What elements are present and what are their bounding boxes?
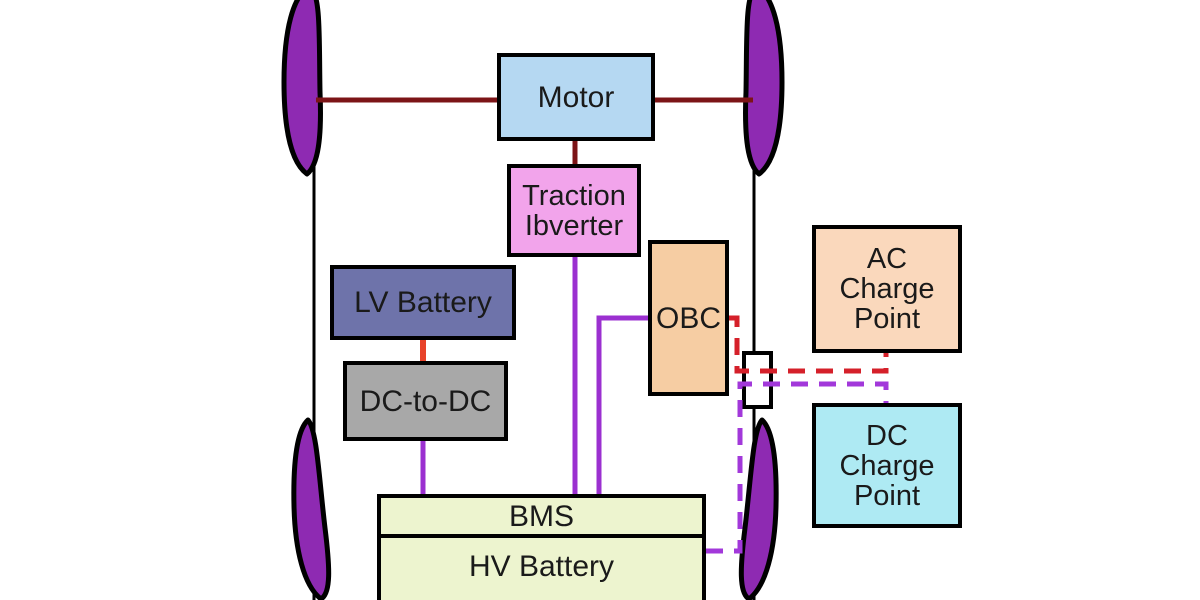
node-ac-charge-point: AC Charge Point — [812, 225, 962, 353]
node-obc-label: OBC — [655, 301, 721, 335]
wheel-front-left — [281, 0, 323, 177]
node-traction-inverter-label-line1: Traction — [522, 179, 626, 212]
link-hv-battery-dc-charge-point — [706, 381, 889, 554]
bms-hv-divider — [381, 534, 702, 538]
node-ac-charge-point-label-line2: Charge — [839, 273, 935, 305]
charge-port — [742, 351, 773, 409]
node-lv-battery: LV Battery — [330, 265, 516, 340]
node-hv-battery: HV Battery — [381, 538, 702, 594]
node-obc: OBC — [648, 240, 729, 396]
node-dc-charge-point-label-line1: DC — [866, 419, 908, 452]
link-obc-bms — [596, 315, 650, 497]
node-dc-to-dc: DC-to-DC — [343, 361, 508, 441]
wheel-front-right — [743, 0, 785, 177]
node-dc-charge-point-label-line3: Point — [853, 479, 921, 512]
node-dc-charge-point: DC Charge Point — [812, 403, 962, 528]
node-ac-charge-point-label-line3: Point — [853, 303, 921, 335]
wheel-rear-left — [291, 417, 332, 600]
link-obc-ac-charge-point — [729, 315, 889, 374]
node-traction-inverter: Traction Ibverter — [507, 164, 641, 257]
node-motor-label: Motor — [537, 80, 615, 114]
node-ac-charge-point-label-line1: AC — [866, 243, 908, 275]
node-motor: Motor — [497, 53, 655, 141]
node-lv-battery-label: LV Battery — [354, 286, 492, 319]
node-traction-inverter-label-line2: Ibverter — [524, 209, 624, 242]
node-bms-label: BMS — [508, 499, 574, 533]
wheel-rear-right — [738, 417, 779, 600]
node-battery-pack: BMS HV Battery — [377, 494, 706, 600]
node-dc-charge-point-label-line2: Charge — [839, 449, 935, 482]
node-hv-battery-label: HV Battery — [468, 549, 615, 583]
node-dc-to-dc-label: DC-to-DC — [359, 384, 492, 418]
node-bms: BMS — [381, 498, 702, 534]
